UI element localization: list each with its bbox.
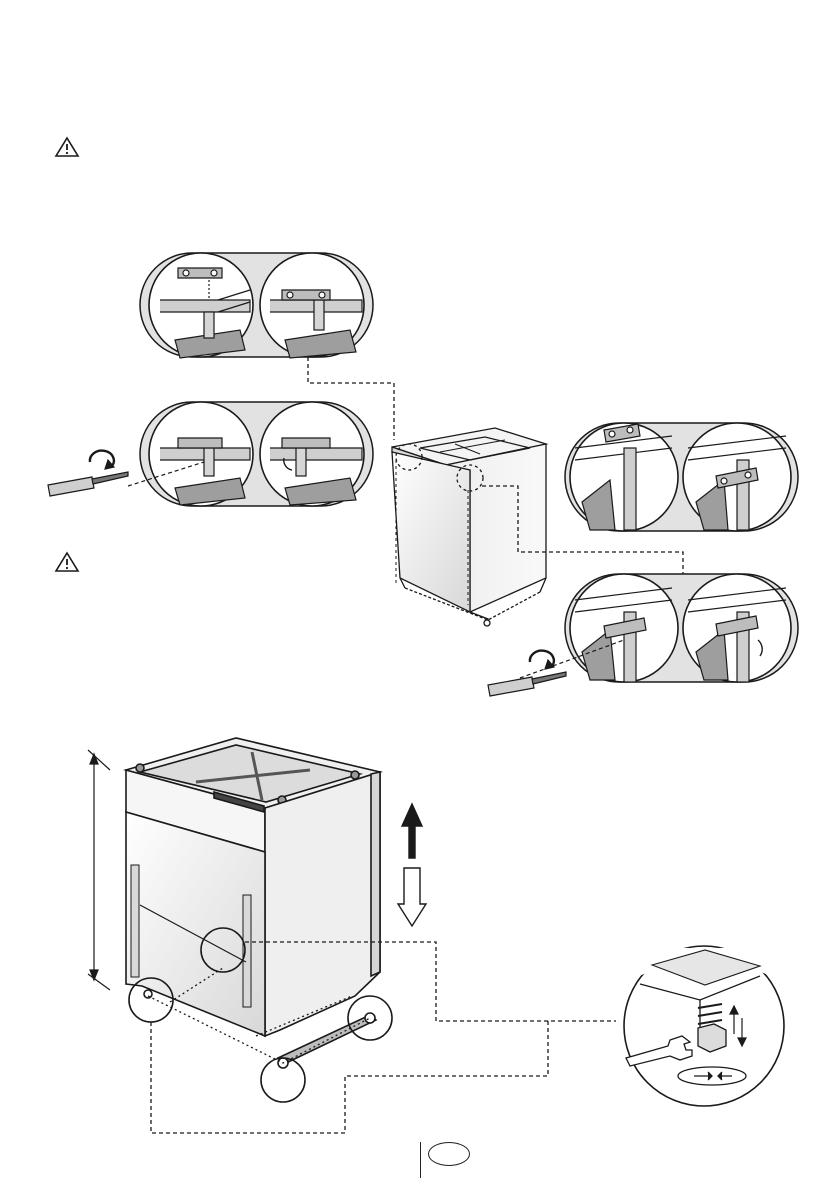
warning-triangle-icon [54, 551, 80, 573]
nut-icon [698, 1024, 726, 1052]
side-bracket-detail-lower [520, 574, 798, 682]
height-dimension [88, 750, 110, 990]
screwdriver-icon [48, 451, 128, 496]
page-footer-rule [420, 1142, 421, 1178]
side-bracket-detail-upper [565, 423, 798, 531]
height-adjust-arrows [398, 804, 426, 926]
foot-adjustment-detail [624, 946, 784, 1106]
page-number-badge [428, 1142, 470, 1166]
screwdriver-icon [488, 651, 566, 696]
warning-triangle-icon [54, 136, 80, 158]
top-bracket-detail-upper [140, 253, 373, 358]
top-bracket-detail-lower [128, 402, 373, 506]
dishwasher-overview [392, 428, 546, 626]
